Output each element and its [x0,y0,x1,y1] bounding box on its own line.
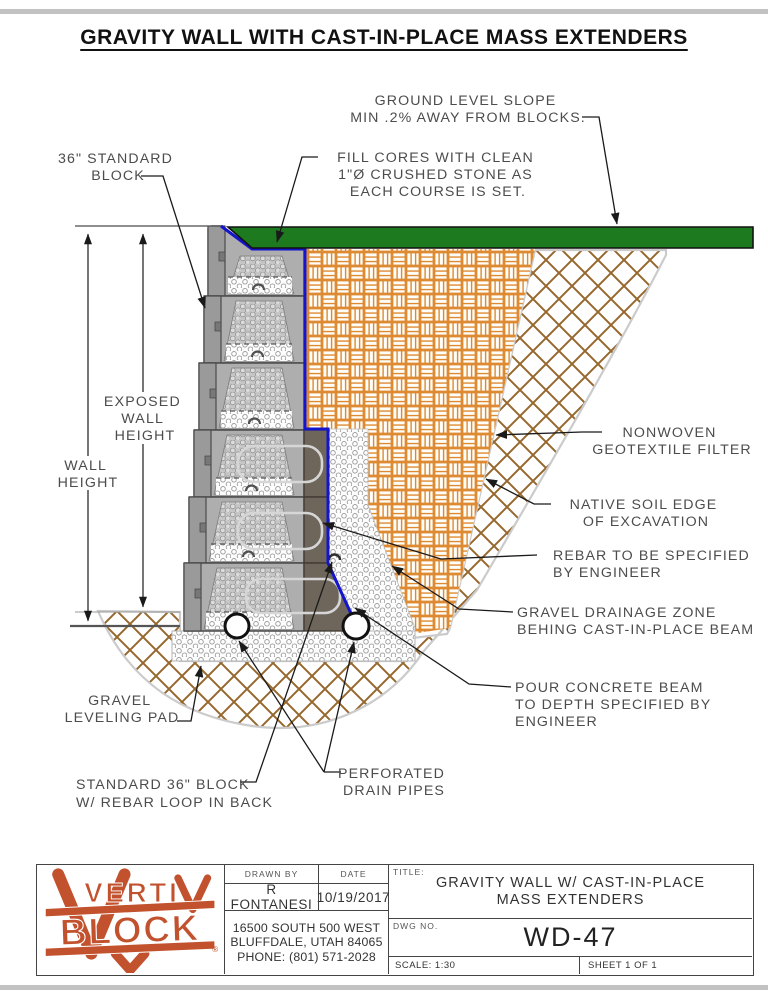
dwg-no-value: WD-47 [523,922,618,952]
drawn-by-value: R FONTANESI [225,882,319,912]
logo-cell: VERTI BLOCK ® [37,865,225,974]
label-rebar: REBAR TO BE SPECIFIED BY ENGINEER [553,548,755,581]
native-soil-region [96,248,668,730]
logo-bottom-v [110,948,149,973]
dwg-no-label: DWG NO. [393,921,439,931]
drawn-by-header: DRAWN BY [225,865,319,884]
drawing-title-cell: TITLE: GRAVITY WALL W/ CAST-IN-PLACE MAS… [389,865,752,918]
drain-pipe-back [341,611,371,641]
scale-cell: SCALE: 1:30 [389,956,579,974]
dwg-no-cell: DWG NO. WD-47 [389,918,752,956]
cast-beam-1 [303,429,329,498]
label-standard36: STANDARD 36" BLOCK W/ REBAR LOOP IN BACK [76,777,273,811]
page-title: GRAVITY WALL WITH CAST-IN-PLACE MASS EXT… [80,26,688,49]
address-line: PHONE: (801) 571-2028 [237,949,376,964]
label-gravel-zone: GRAVEL DRAINAGE ZONE BEHING CAST-IN-PLAC… [517,605,754,638]
exposed-label-bg [106,392,184,444]
drawing-title-line: GRAVITY WALL W/ CAST-IN-PLACE [435,874,706,891]
title-block: VERTI BLOCK ® DRAWN BY R FONTANESI DATE … [36,864,754,976]
leveling-pad [171,630,416,662]
label-pour-beam: POUR CONCRETE BEAM TO DEPTH SPECIFIED BY… [515,680,716,730]
leader-lines [141,116,620,783]
logo-block-text: BLOCK [59,907,201,953]
ground-surface [225,226,754,249]
logo-banner-top [44,899,215,917]
wall-height-label-bg [50,456,126,490]
drain-pipe-front [223,612,251,640]
label-native-soil: NATIVE SOIL EDGE OF EXCAVATION [570,497,723,530]
page-top-edge [0,9,768,14]
label-perforated: PERFORATED DRAIN PIPES [338,766,450,799]
label-standard-block: 36" STANDARD BLOCK [58,151,178,184]
block-wall [183,225,359,632]
sheet-cell: SHEET 1 OF 1 [579,956,752,974]
date-value: 10/19/2017 [317,884,390,911]
address-line: BLUFFDALE, UTAH 84065 [230,935,383,950]
label-nonwoven: NONWOVEN GEOTEXTILE FILTER [592,425,752,458]
cast-beam-2 [303,496,329,564]
exposed-wall-height-label: EXPOSED WALL HEIGHT [104,394,186,444]
logo-registered-mark: ® [212,943,218,953]
drawing-title-line: MASS EXTENDERS [496,891,645,908]
logo-banner-bottom [44,939,215,957]
label-fill-cores: FILL CORES WITH CLEAN 1"Ø CRUSHED STONE … [337,150,539,200]
vertiblock-logo: VERTI BLOCK ® [44,866,218,973]
label-leveling-pad: GRAVEL LEVELING PAD [65,693,180,726]
extension-lines [70,225,208,628]
wall-height-label: WALL HEIGHT [58,458,119,491]
logo-verti-text: VERTI [84,877,179,908]
page-bottom-edge [0,985,768,990]
date-header: DATE [319,865,389,884]
label-ground-slope: GROUND LEVEL SLOPE MIN .2% AWAY FROM BLO… [350,93,586,126]
address-line: 16500 SOUTH 500 WEST [232,920,381,935]
company-address: 16500 SOUTH 500 WEST BLUFFDALE, UTAH 840… [225,911,389,974]
title-label: TITLE: [393,867,425,877]
